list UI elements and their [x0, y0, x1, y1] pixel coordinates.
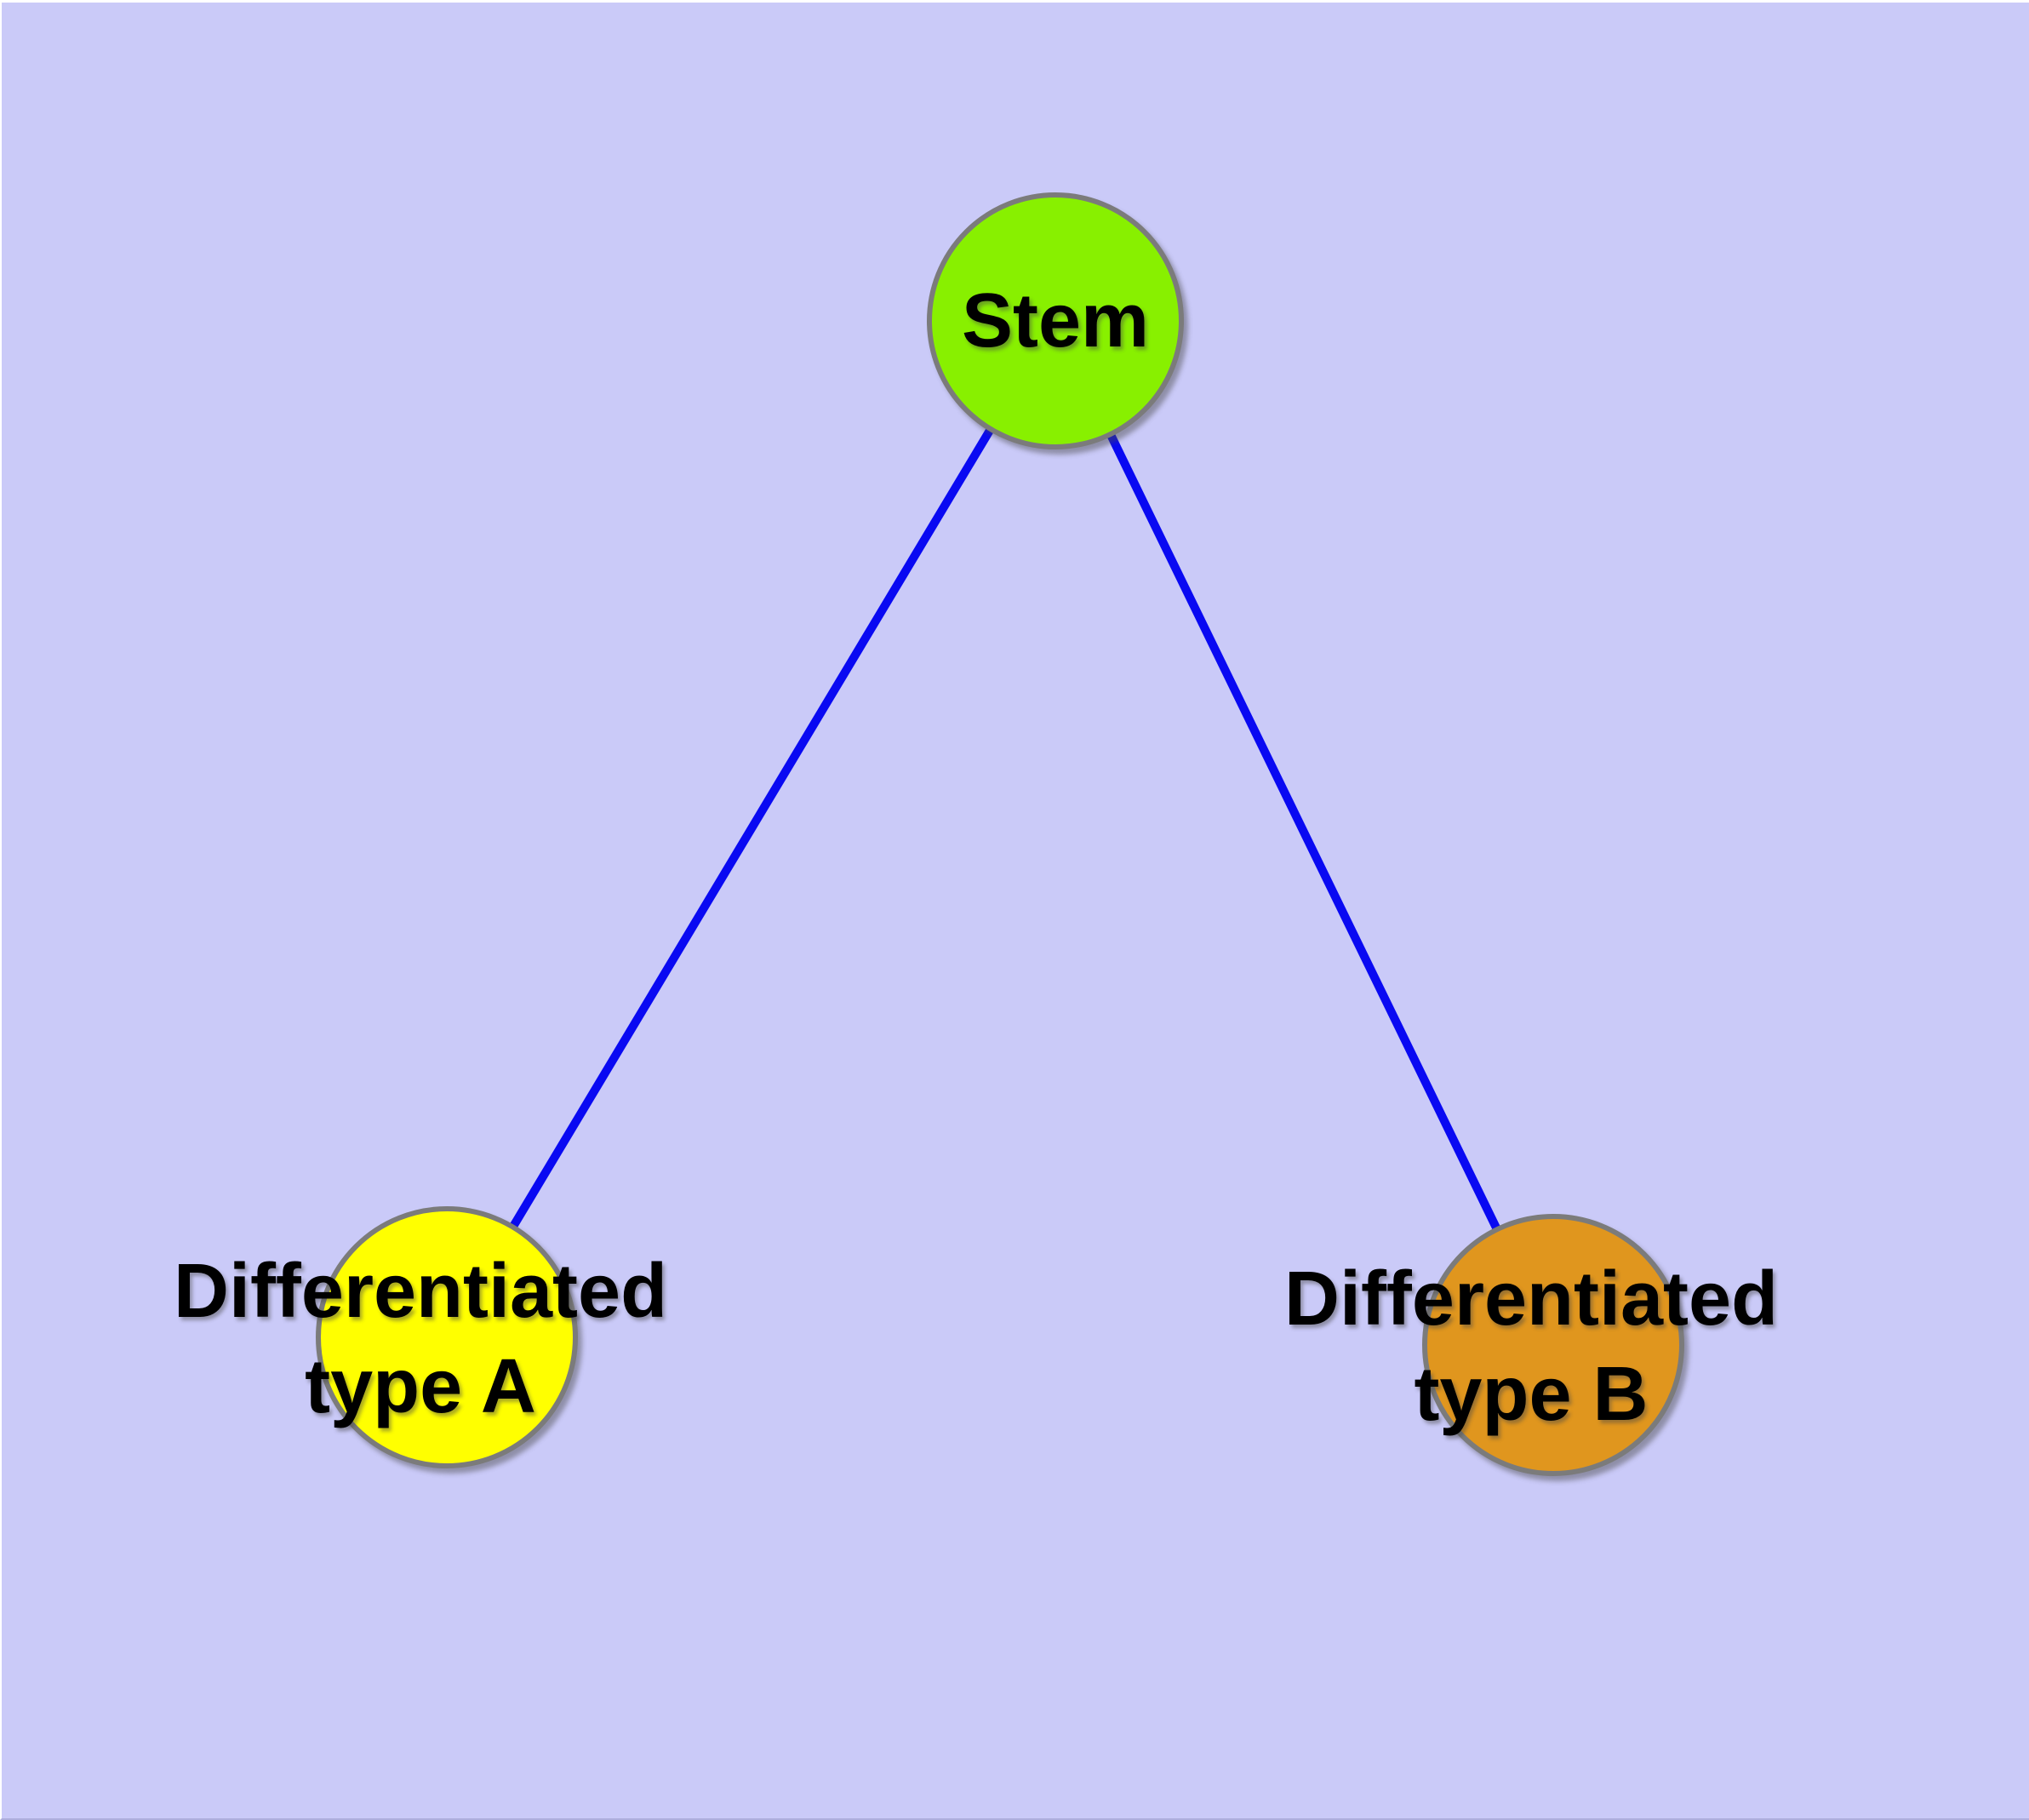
edge-stem-to-type-a: [443, 318, 1060, 1340]
node-differentiated-type-b[interactable]: [1422, 1214, 1684, 1476]
edge-stem-to-type-b: [1051, 318, 1557, 1348]
label-type-b-line1: Differentiated: [1283, 1256, 1779, 1342]
label-type-a-line2: type A: [305, 1344, 536, 1429]
node-differentiated-type-a[interactable]: [316, 1206, 578, 1468]
label-differentiated-type-a: Differentiated type A: [174, 1244, 667, 1434]
node-stem[interactable]: [927, 192, 1184, 449]
label-type-b-line2: type B: [1414, 1352, 1649, 1437]
edges-layer: [443, 318, 1557, 1348]
label-stem: Stem: [962, 273, 1149, 369]
label-differentiated-type-b: Differentiated type B: [1284, 1251, 1778, 1442]
label-stem-line1: Stem: [961, 278, 1150, 363]
label-type-a-line1: Differentiated: [173, 1249, 668, 1334]
